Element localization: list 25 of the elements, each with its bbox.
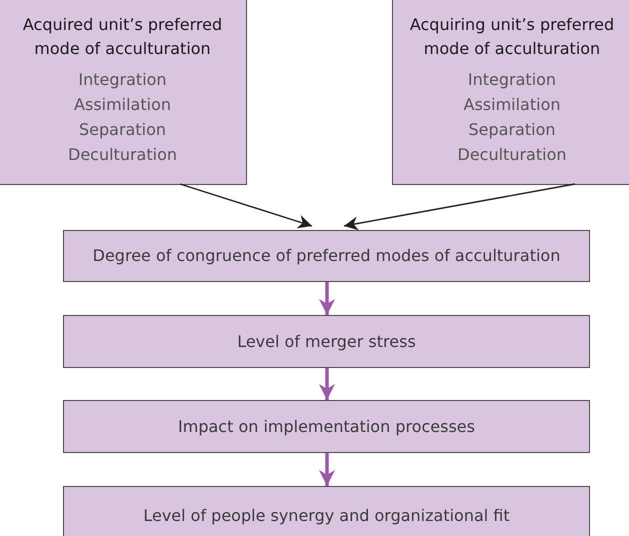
- arrow: [180, 183, 312, 228]
- arrow: [319, 368, 335, 400]
- list-item: Separation: [79, 119, 166, 141]
- box-label: Level of merger stress: [237, 330, 416, 352]
- box-label: Level of people synergy and organizational fit: [143, 505, 510, 527]
- list-item: Assimilation: [74, 94, 171, 116]
- box-label: Impact on implementation processes: [178, 416, 475, 438]
- process-box: [63, 315, 590, 368]
- arrow: [344, 183, 576, 230]
- list-item: Deculturation: [458, 144, 566, 166]
- process-box: [0, 0, 247, 185]
- box-heading: Acquired unit’s preferred mode of acculturation: [22, 14, 224, 60]
- box-heading: Acquiring unit’s preferred mode of acculturation: [408, 14, 616, 60]
- process-box: [63, 230, 590, 282]
- list-item: Separation: [468, 119, 556, 141]
- list-item: Integration: [78, 69, 167, 91]
- list-item: Deculturation: [68, 144, 177, 166]
- process-box: [63, 486, 590, 536]
- arrow: [319, 453, 335, 486]
- process-box: [63, 400, 590, 453]
- process-box: [392, 0, 629, 185]
- list-item: Integration: [468, 69, 556, 91]
- list-item: Assimilation: [464, 94, 560, 116]
- box-label: Degree of congruence of preferred modes of acculturation: [92, 245, 560, 267]
- arrow: [319, 282, 335, 315]
